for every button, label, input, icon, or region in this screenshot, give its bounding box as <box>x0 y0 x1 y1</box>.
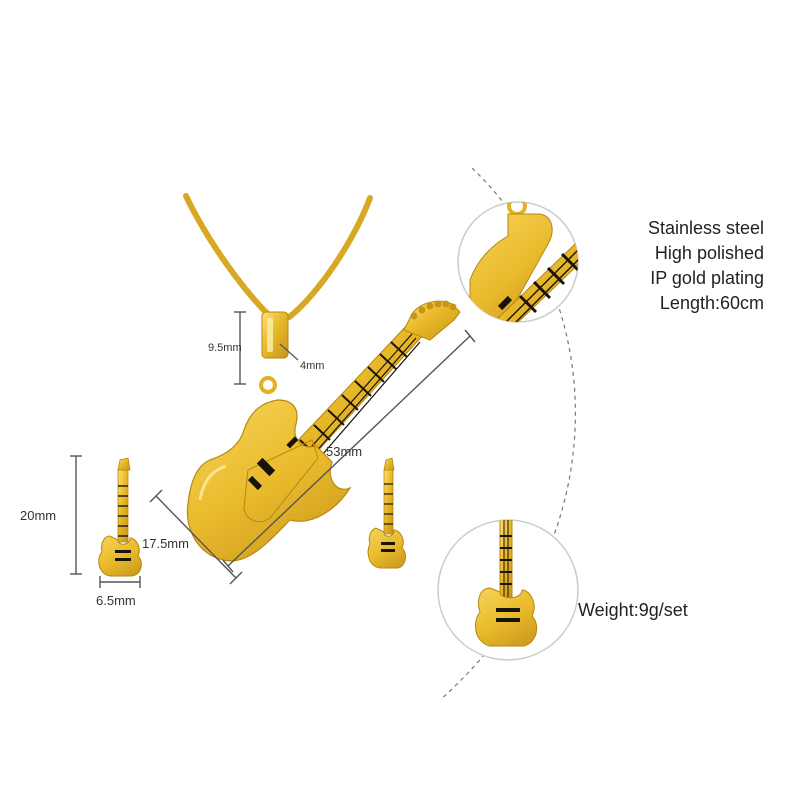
spec-material: Stainless steel <box>647 218 764 238</box>
dim-bail-width <box>279 343 299 361</box>
spec-plating: IP gold plating <box>650 268 764 288</box>
earring-width-label: 6.5mm <box>96 593 136 608</box>
dim-pendant-length <box>222 329 476 573</box>
dim-earring-height <box>70 455 82 575</box>
spec-length: Length:60cm <box>659 293 764 313</box>
pendant-width-label: 17.5mm <box>142 536 189 551</box>
dim-bail-height <box>234 311 246 385</box>
bail-height-label: 9.5mm <box>208 342 242 354</box>
pendant-bail <box>259 311 289 394</box>
earring-height-label: 20mm <box>20 508 57 523</box>
spec-finish: High polished <box>654 243 764 263</box>
detail-circle-top <box>457 201 579 323</box>
dim-pendant-width <box>149 489 243 585</box>
pendant-length-label: 53mm <box>326 444 363 459</box>
earring-left <box>98 457 142 577</box>
detail-circle-bottom <box>437 519 579 661</box>
guitar-pendant <box>186 300 461 562</box>
curb-chain <box>183 193 373 321</box>
spec-list: Stainless steel High polished IP gold pl… <box>594 216 764 316</box>
spec-weight: Weight:9g/set <box>578 600 688 620</box>
earring-right <box>367 457 406 569</box>
dim-earring-width <box>99 576 141 588</box>
bail-width-label: 4mm <box>300 360 325 372</box>
